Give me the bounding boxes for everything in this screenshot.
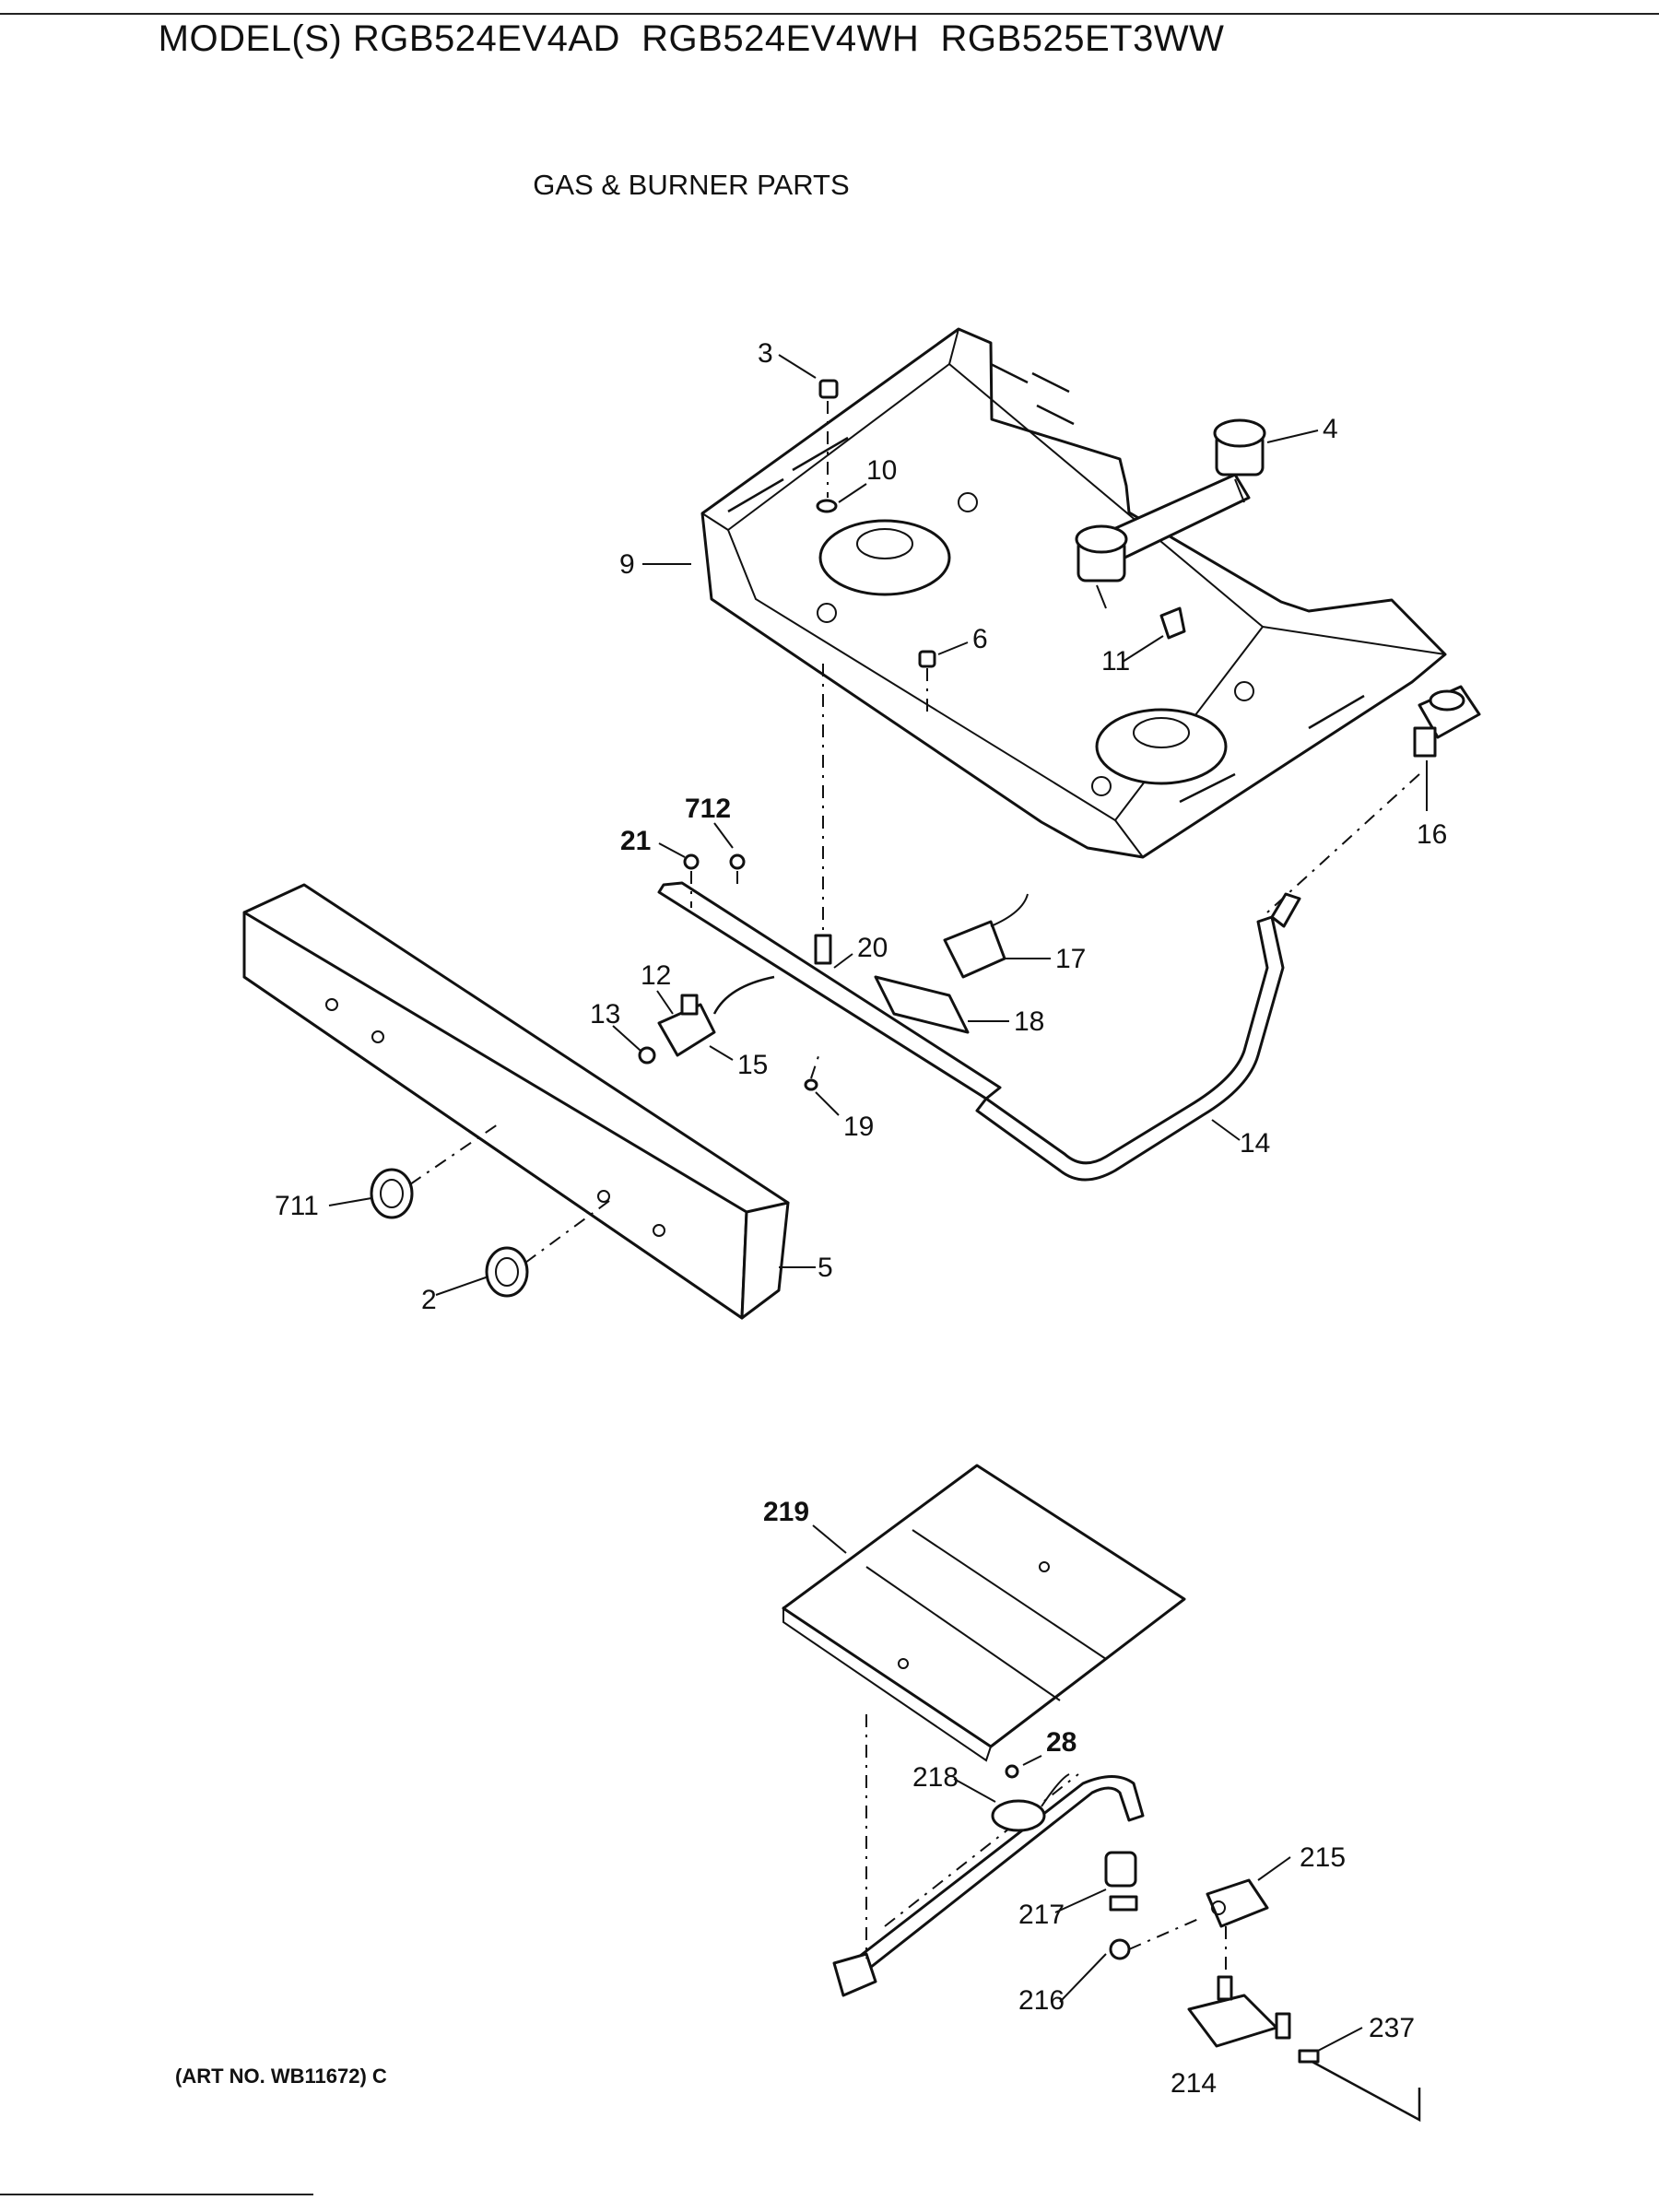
bottom-rule xyxy=(0,2194,313,2195)
art-number: (ART NO. WB11672) C xyxy=(175,2065,387,2088)
callout-217: 217 xyxy=(1018,1900,1065,1930)
callout-17: 17 xyxy=(1055,944,1086,974)
spark-switch-part-17 xyxy=(943,893,1029,979)
section-title: GAS & BURNER PARTS xyxy=(533,169,850,201)
leader-2 xyxy=(435,1276,489,1296)
leader-237 xyxy=(1317,2027,1363,2052)
fitting-part-20 xyxy=(814,934,832,965)
regulator-part-16 xyxy=(1413,685,1481,758)
valve-part-214 xyxy=(1187,1975,1291,2048)
callout-18: 18 xyxy=(1014,1006,1044,1037)
leader-3 xyxy=(778,354,817,379)
screw-part-712 xyxy=(729,853,746,870)
callout-237: 237 xyxy=(1369,2013,1415,2043)
screw-part-21 xyxy=(683,853,700,870)
bracket-part-18 xyxy=(874,975,970,1034)
manifold-part xyxy=(657,881,1301,1182)
assembly-line-216 xyxy=(1128,1916,1204,1950)
leader-14 xyxy=(1211,1119,1241,1141)
callout-5: 5 xyxy=(818,1253,833,1283)
screw-part-28 xyxy=(1005,1764,1019,1779)
leader-19 xyxy=(815,1091,840,1116)
nut-part-216 xyxy=(1109,1938,1131,1960)
assembly-line-16 xyxy=(1266,773,1420,913)
bracket-part-215 xyxy=(1206,1878,1269,1928)
leader-218 xyxy=(953,1778,996,1803)
callout-20: 20 xyxy=(857,933,888,963)
leader-20 xyxy=(833,953,853,969)
orifice-part-6 xyxy=(918,650,936,668)
leader-4 xyxy=(1266,429,1319,443)
callout-215: 215 xyxy=(1300,1842,1346,1873)
top-rule xyxy=(0,13,1659,15)
leader-15 xyxy=(709,1045,734,1061)
leader-28 xyxy=(1022,1755,1042,1766)
leader-12 xyxy=(656,990,674,1015)
bracket-part-11 xyxy=(1159,606,1186,640)
assembly-line-711 xyxy=(409,1124,499,1185)
callout-2: 2 xyxy=(421,1285,437,1315)
leader-216 xyxy=(1059,1953,1107,2003)
callout-13: 13 xyxy=(590,999,620,1030)
callout-15: 15 xyxy=(737,1050,768,1080)
leader-712 xyxy=(713,822,734,849)
leader-219 xyxy=(812,1524,847,1554)
callout-16: 16 xyxy=(1417,819,1447,850)
burner-box-part xyxy=(700,327,1447,859)
callout-216: 216 xyxy=(1018,1985,1065,2016)
callout-21: 21 xyxy=(620,826,651,856)
grommet-part-10 xyxy=(816,499,838,513)
orifice-part-217 xyxy=(1104,1851,1138,1912)
assembly-line-2 xyxy=(524,1197,614,1264)
screw-part-19 xyxy=(804,1078,818,1091)
assembly-line-19 xyxy=(810,1050,821,1079)
callout-218: 218 xyxy=(912,1762,959,1793)
leader-21 xyxy=(658,842,686,858)
callout-28: 28 xyxy=(1046,1727,1077,1758)
callout-19: 19 xyxy=(843,1112,874,1142)
leader-711 xyxy=(328,1197,372,1206)
screw-part-3 xyxy=(818,379,839,399)
callout-214: 214 xyxy=(1171,2068,1217,2099)
burner-shield-part xyxy=(782,1464,1186,1762)
leader-11 xyxy=(1122,635,1164,663)
manifold-panel-part xyxy=(242,883,790,1320)
leader-10 xyxy=(838,483,867,503)
valve-part-12 xyxy=(657,975,775,1057)
washer-part-13 xyxy=(638,1046,656,1065)
leader-217 xyxy=(1054,1888,1107,1913)
callout-712: 712 xyxy=(685,794,731,824)
callout-711: 711 xyxy=(275,1191,319,1221)
callout-12: 12 xyxy=(641,960,671,991)
tube-part-237 xyxy=(1298,2049,1421,2123)
callout-6: 6 xyxy=(972,624,988,654)
knob-part-711 xyxy=(370,1168,414,1219)
callout-3: 3 xyxy=(758,338,773,369)
oven-burner-part xyxy=(832,1773,1145,1997)
leader-215 xyxy=(1257,1856,1291,1881)
callout-219: 219 xyxy=(763,1497,809,1527)
callout-14: 14 xyxy=(1240,1128,1270,1159)
ignitor-part-218 xyxy=(991,1773,1070,1832)
callout-9: 9 xyxy=(619,549,635,580)
leader-13 xyxy=(612,1025,641,1052)
knob-part-2 xyxy=(485,1246,529,1298)
top-burner-valve-part xyxy=(1075,418,1266,609)
model-title: MODEL(S) RGB524EV4AD RGB524EV4WH RGB525E… xyxy=(158,18,1225,59)
callout-4: 4 xyxy=(1323,414,1338,444)
callout-10: 10 xyxy=(866,455,897,486)
leader-6 xyxy=(937,641,969,655)
callout-11: 11 xyxy=(1101,646,1130,677)
